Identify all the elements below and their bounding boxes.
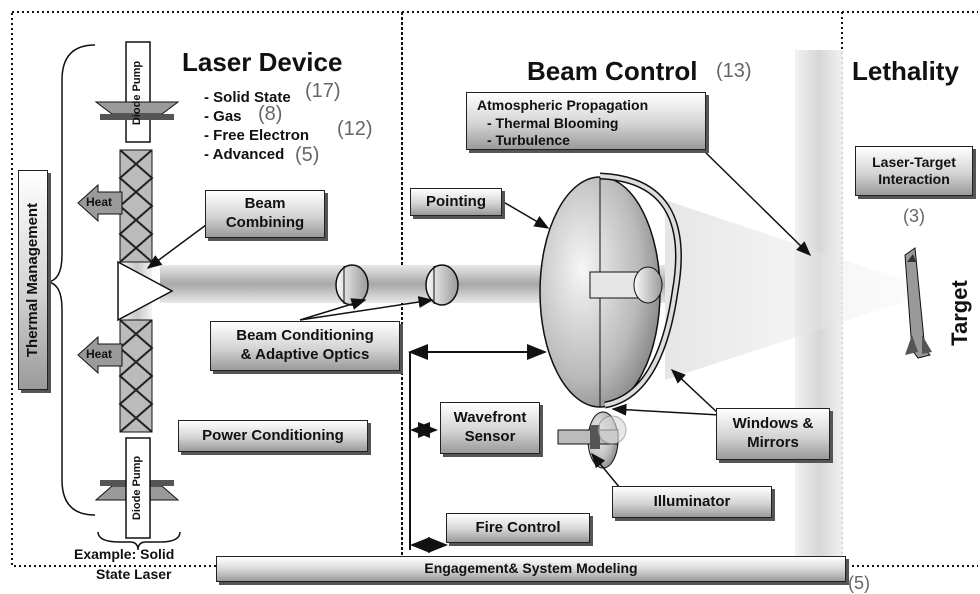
illuminator-box: Illuminator (612, 486, 772, 518)
engagement-modeling-box: Engagement& System Modeling (216, 556, 846, 582)
windows-mirrors-line-2: Mirrors (747, 434, 799, 451)
beam-conditioning-line-2: & Adaptive Optics (240, 346, 370, 363)
thermal-management-label: Thermal Management (24, 202, 41, 358)
laser-type-free-electron: - Free Electron (204, 127, 310, 144)
beam-conditioning-box: Beam Conditioning& Adaptive Optics (210, 321, 400, 371)
beam-cone (665, 200, 910, 380)
power-conditioning-box: Power Conditioning (178, 420, 368, 452)
laser-type-solid-state: - Solid State (204, 89, 291, 106)
illuminator-label: Illuminator (653, 492, 731, 510)
lens-2 (425, 264, 459, 306)
wavefront-sensor-line-1: Wavefront (453, 409, 527, 427)
fire-control-box: Fire Control (446, 513, 590, 543)
laser-type-gas-count: (8) (258, 103, 283, 125)
engagement-count: (5) (848, 573, 870, 593)
atmospheric-item-turbulence: - Turbulence (487, 132, 570, 148)
beam-conditioning-line-1: Beam Conditioning (236, 327, 374, 345)
beam-control-title: Beam Control (527, 56, 698, 86)
laser-type-gas: - Gas (204, 108, 242, 125)
laser-target-count: (3) (903, 206, 925, 226)
laser-type-free-electron-count: (12) (337, 118, 373, 140)
heat-arrow-bottom (77, 335, 123, 375)
atmospheric-propagation-box: Atmospheric Propagation - Thermal Bloomi… (466, 92, 706, 150)
target-missile (904, 247, 932, 359)
pointing-box: Pointing (410, 188, 502, 216)
diode-pump-bottom-label: Diode Pump (131, 455, 143, 521)
laser-type-solid-state-count: (17) (305, 80, 341, 102)
wavefront-sensor-line-2: Sensor (464, 428, 516, 445)
pointing-label: Pointing (426, 192, 486, 210)
laser-target-line-2: Interaction (878, 171, 950, 187)
thermal-management-box (18, 170, 48, 390)
fire-control-label: Fire Control (475, 518, 561, 536)
laser-type-advanced-count: (5) (295, 144, 320, 166)
diode-pump-bottom-assembly (94, 319, 180, 539)
laser-target-line-1: Laser-Target (872, 153, 956, 170)
lens-1 (335, 264, 369, 306)
target-label: Target (947, 280, 972, 346)
diode-pump-top-assembly (94, 41, 180, 263)
engagement-modeling-label: Engagement& System Modeling (424, 560, 638, 577)
example-label-line-2: State Laser (96, 566, 172, 582)
telescope-dish (539, 172, 682, 409)
atmospheric-propagation-title: Atmospheric Propagation (477, 97, 649, 113)
heat-arrow-top (77, 183, 123, 223)
heat-top-label: Heat (86, 195, 113, 209)
example-label-line-1: Example: Solid (74, 546, 175, 562)
atmospheric-item-thermal-blooming: - Thermal Blooming (487, 114, 619, 131)
diode-pump-top-label: Diode Pump (131, 60, 143, 126)
example-brace (97, 531, 181, 551)
beam-combining-line-2: Combining (225, 214, 305, 231)
laser-device-title: Laser Device (182, 47, 343, 77)
laser-type-advanced: - Advanced (204, 146, 285, 163)
windows-mirrors-box: Windows &Mirrors (716, 408, 830, 460)
beam-control-count: (13) (716, 60, 752, 82)
thermal-brace (47, 44, 96, 516)
heat-bottom-label: Heat (86, 347, 113, 361)
wavefront-hardware (557, 411, 627, 469)
windows-mirrors-line-1: Windows & (732, 415, 814, 433)
power-conditioning-label: Power Conditioning (202, 426, 344, 444)
gain-element (117, 260, 174, 322)
lethality-title: Lethality (852, 56, 959, 86)
beam-combining-line-1: Beam (244, 195, 286, 213)
